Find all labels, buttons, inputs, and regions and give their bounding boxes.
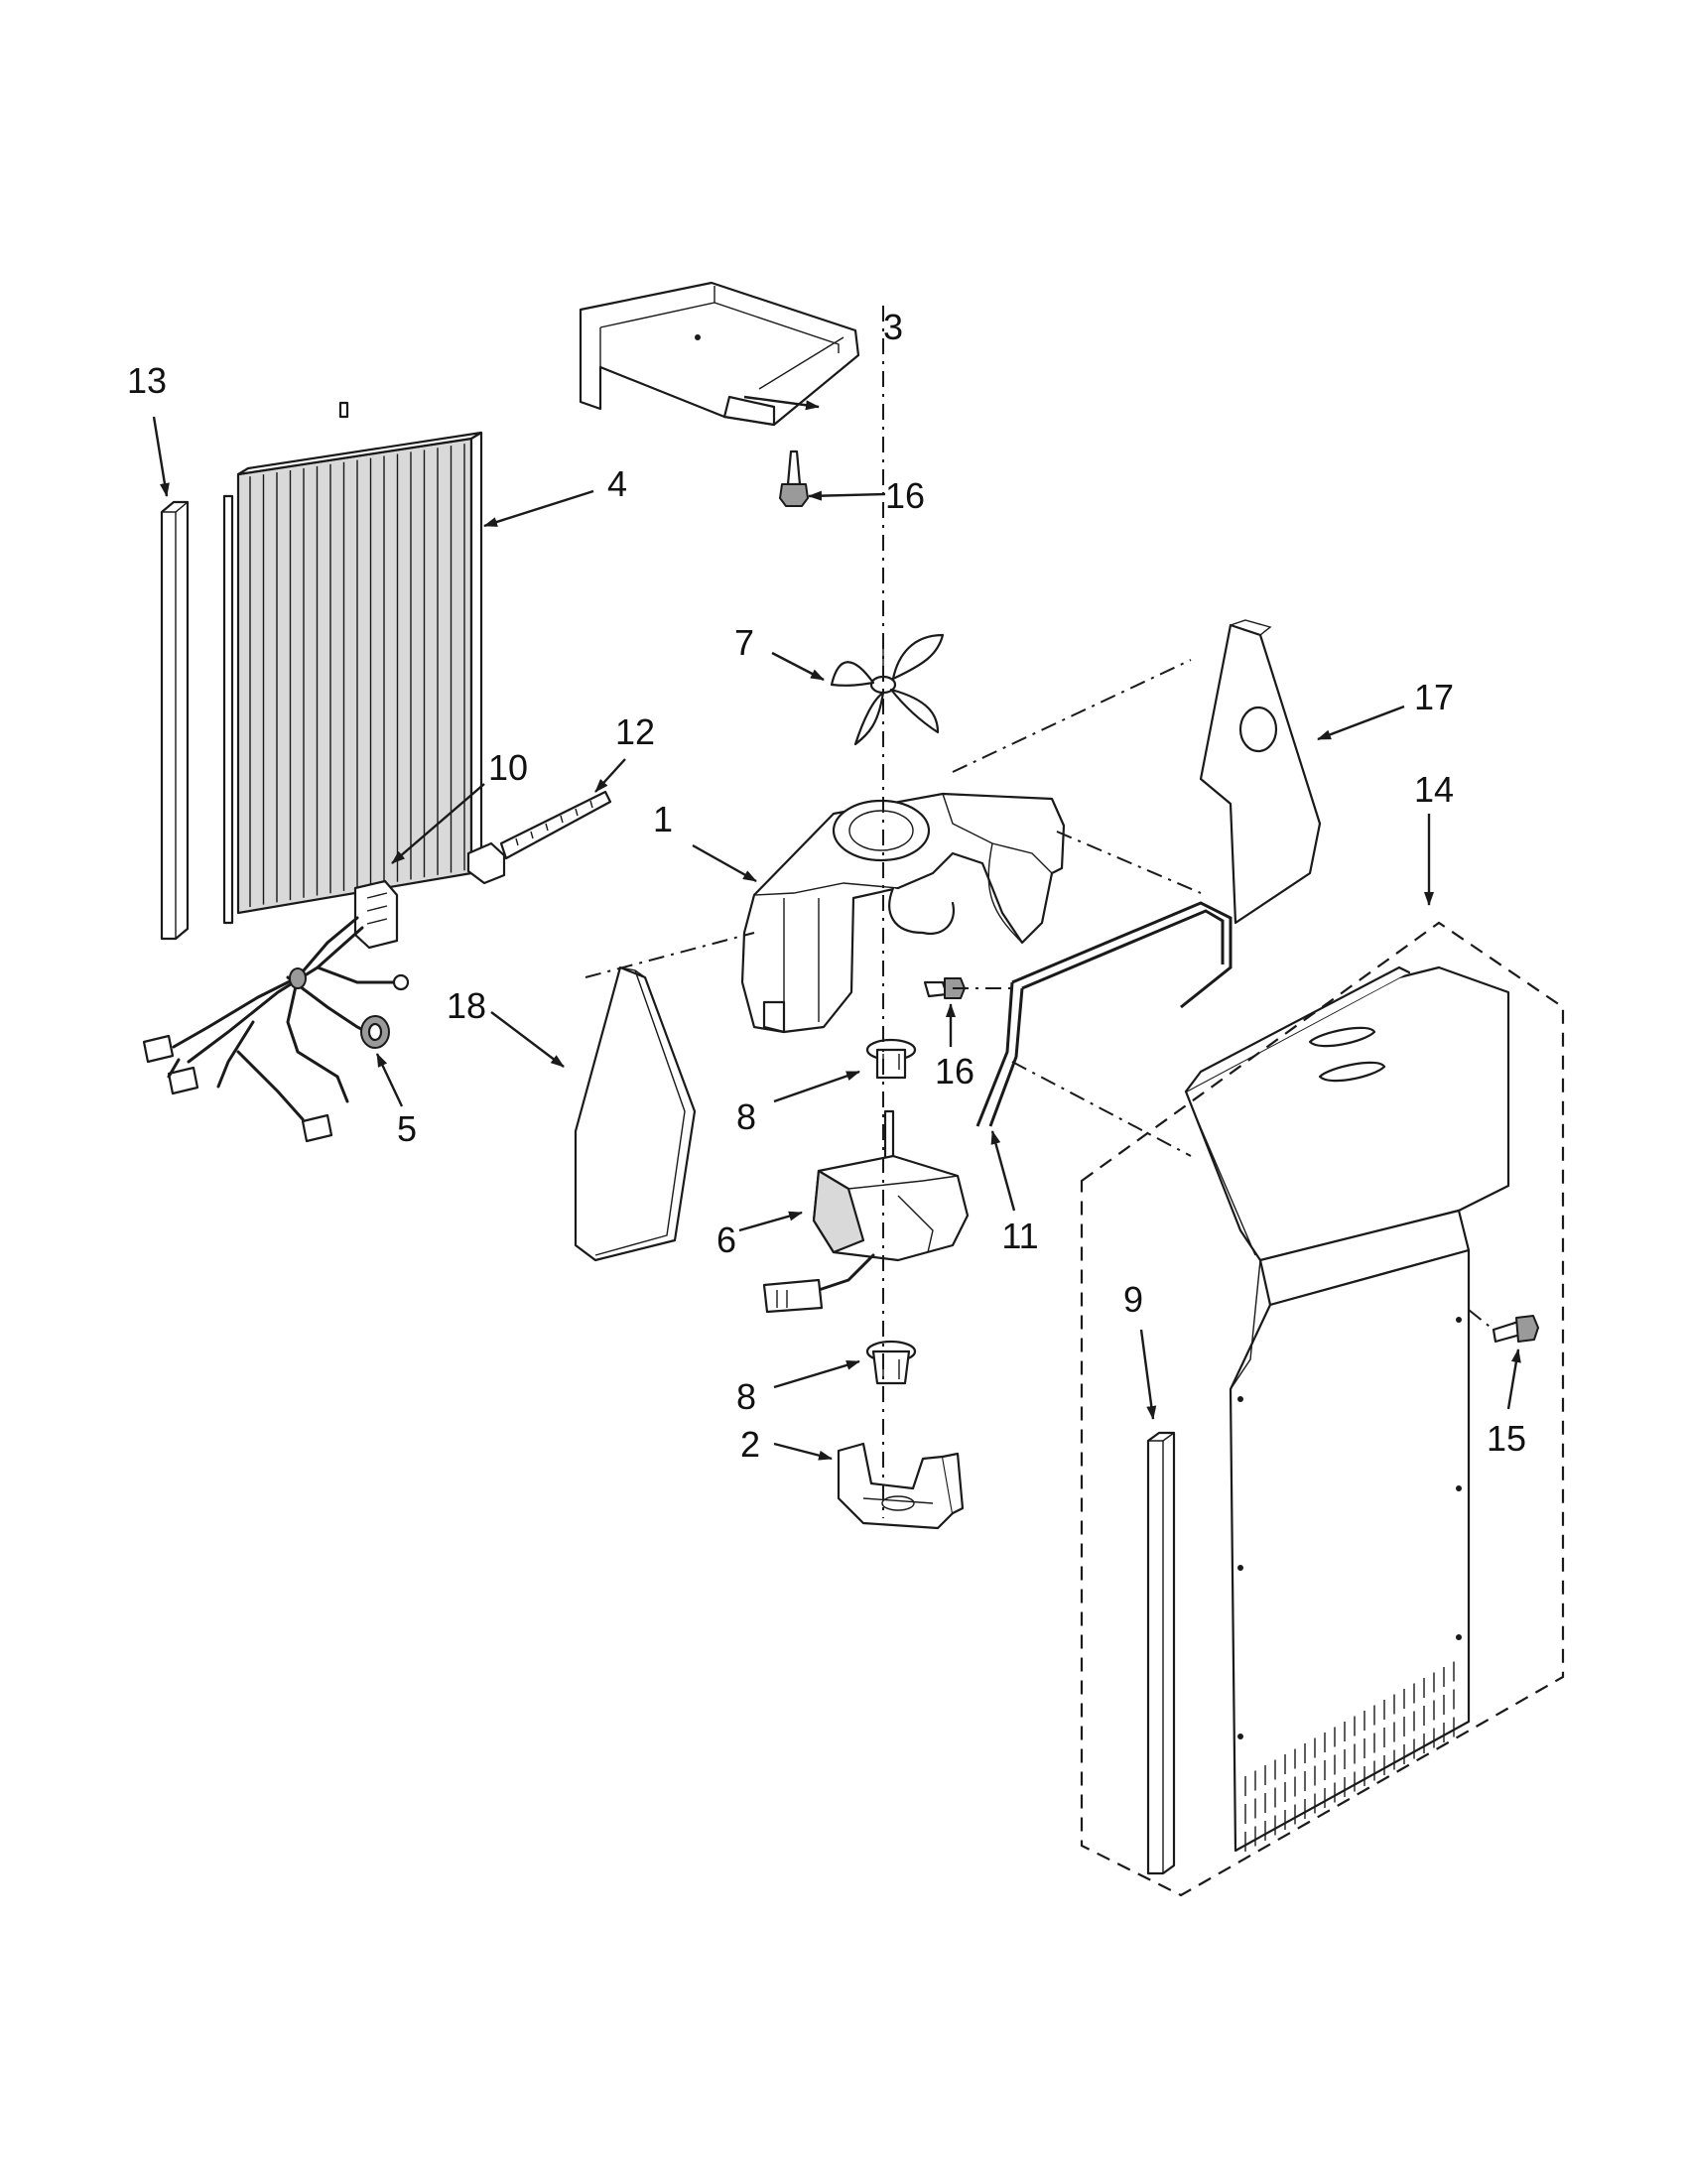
part-14-rear-cover [1184, 965, 1510, 1853]
leader-13 [152, 416, 170, 497]
callout-18: 18 [447, 985, 486, 1026]
part-16-screw-top [779, 450, 809, 507]
callout-8-lower: 8 [736, 1376, 756, 1417]
leader-15 [1506, 1349, 1521, 1410]
part-3-top-bracket [579, 281, 860, 427]
part-17-right-panel [1199, 619, 1322, 925]
part-13-gasket-strip [160, 500, 190, 941]
leader-16-top [808, 490, 886, 501]
part-5-thermistor-sensor [360, 1015, 390, 1049]
callout-4: 4 [607, 463, 627, 504]
callout-2: 2 [740, 1424, 760, 1465]
part-8-grommet-lower [865, 1340, 917, 1385]
part-8-grommet-upper [865, 1038, 917, 1080]
part-18-left-panel [574, 965, 697, 1262]
callout-1: 1 [653, 799, 673, 839]
callout-17: 17 [1414, 677, 1454, 717]
part-4-condenser-panel [222, 401, 483, 925]
callout-12: 12 [615, 711, 655, 752]
callout-16-middle: 16 [935, 1051, 974, 1092]
part-6-fan-motor [762, 1109, 970, 1314]
leader-18 [490, 1011, 565, 1068]
callout-13: 13 [127, 360, 167, 401]
leader-5 [375, 1053, 404, 1107]
callout-7: 7 [734, 622, 754, 663]
part-15-screw [1492, 1315, 1539, 1344]
leader-10 [391, 783, 485, 864]
leader-8-upper [773, 1070, 860, 1103]
leader-8-lower [773, 1359, 860, 1389]
part-9-gasket-strip [1146, 1431, 1176, 1875]
callout-15: 15 [1487, 1418, 1526, 1459]
leader-9 [1139, 1329, 1157, 1420]
callout-9: 9 [1123, 1279, 1143, 1320]
callout-14: 14 [1414, 769, 1454, 810]
leader-4 [483, 489, 594, 528]
leader-12 [594, 758, 626, 793]
part-14-assembly-outline [1080, 921, 1565, 1897]
leader-1 [692, 843, 757, 883]
callout-labels: 13 3 4 16 7 17 14 10 12 1 18 5 16 8 11 6… [127, 307, 1526, 1465]
leader-arrows [152, 395, 1521, 1461]
callout-10: 10 [488, 747, 528, 788]
part-2-motor-bracket [837, 1442, 965, 1530]
callout-5: 5 [397, 1108, 417, 1149]
leader-7 [771, 651, 825, 682]
leader-2 [773, 1442, 833, 1461]
assembly-lines [584, 306, 1494, 1518]
callout-16-top: 16 [885, 475, 925, 516]
condenser-fins [249, 444, 465, 907]
callout-8-upper: 8 [736, 1096, 756, 1137]
rear-cover-vents [1244, 1661, 1455, 1852]
part-12-cable-tie [466, 790, 612, 885]
part-10-wire-harness [142, 879, 410, 1143]
part-7-fan-blade [830, 633, 945, 746]
leader-17 [1317, 705, 1405, 741]
callout-6: 6 [716, 1220, 736, 1260]
leader-6 [738, 1211, 803, 1232]
part-1-fan-housing [740, 792, 1066, 1034]
part-11-wire-bracket [975, 901, 1233, 1127]
callout-11: 11 [1001, 1216, 1038, 1256]
leader-3 [743, 395, 820, 411]
callout-3: 3 [883, 307, 903, 347]
leader-11 [990, 1130, 1016, 1212]
